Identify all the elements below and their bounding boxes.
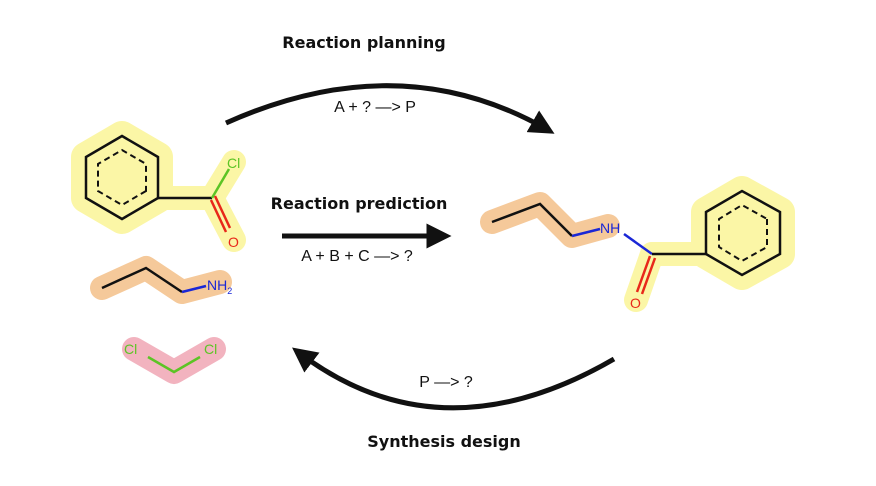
benzene-ring (84, 134, 160, 221)
product-benzene-ring (704, 189, 782, 277)
product-aromatic-inner-ring (718, 203, 768, 263)
chlorine-left-label: Cl (124, 341, 137, 357)
carbon-nitrogen-bond (181, 284, 207, 294)
amine-subscript: 2 (227, 286, 232, 296)
carbon-chlorine-bond (210, 168, 231, 199)
amine-symbol: NH (207, 277, 227, 293)
product-propyl-chain (491, 202, 573, 237)
carbonyl-bond-b (213, 195, 232, 229)
planning-arrow (224, 83, 555, 134)
prediction-equation: A + B + C —> ? (301, 248, 413, 265)
nitrogen-carbonyl-bond (623, 232, 653, 256)
design-arrow (292, 347, 616, 411)
product-molecule: NH O (480, 176, 795, 312)
benzoyl-chloride-molecule: Cl O (71, 121, 246, 252)
aromatic-highlight (71, 121, 246, 252)
planning-equation: A + ? —> P (334, 99, 416, 116)
aromatic-inner-ring (97, 148, 147, 207)
planning-title: Reaction planning (282, 33, 445, 52)
propylamine-molecule: NH2 (90, 256, 232, 304)
propyl-chain (101, 266, 183, 294)
prediction-title: Reaction prediction (271, 194, 448, 213)
oxygen-atom-label: O (228, 234, 239, 250)
carbonyl-bond-a (209, 199, 228, 233)
design-title: Synthesis design (367, 432, 521, 451)
design-equation: P —> ? (419, 374, 473, 391)
amine-label: NH2 (207, 277, 232, 296)
chlorine-right-label: Cl (204, 341, 217, 357)
dichloromethane-molecule: Cl Cl (122, 337, 226, 384)
dcm-highlight (122, 337, 226, 384)
product-chain-nitrogen-bond (571, 227, 601, 238)
amide-nitrogen-label: NH (600, 220, 620, 236)
dcm-bonds (147, 355, 201, 374)
chlorine-atom-label: Cl (227, 155, 240, 171)
product-carbonyl-bond-b (640, 257, 657, 295)
product-oxygen-label: O (630, 295, 641, 311)
product-carbonyl-bond-a (635, 255, 652, 293)
product-aromatic-highlight (624, 176, 795, 312)
